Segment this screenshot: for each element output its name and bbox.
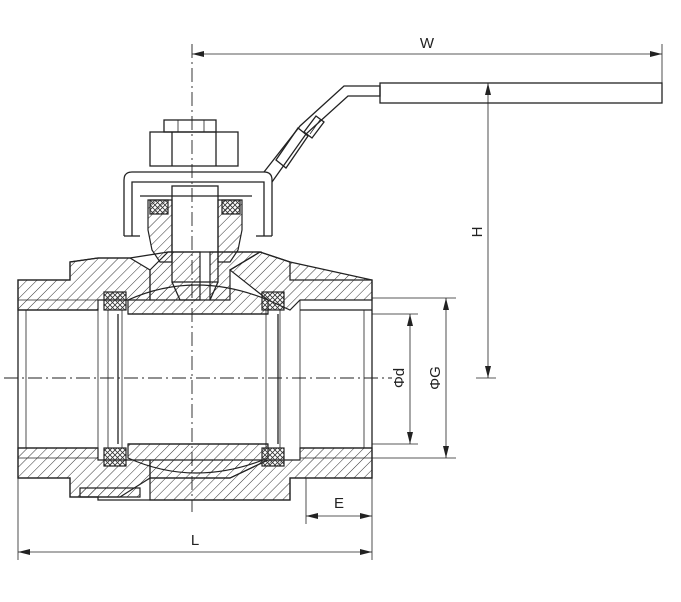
dimension-w: W xyxy=(192,35,663,83)
dimension-l: L xyxy=(17,478,372,560)
dimension-bore-label: Φd xyxy=(391,368,408,388)
dimension-e: E xyxy=(305,478,373,560)
dimension-w-label: W xyxy=(420,35,435,52)
seat-rings xyxy=(103,291,285,467)
stem xyxy=(140,185,252,301)
dimension-l-label: L xyxy=(191,532,199,549)
dimension-thread-dia-label: ΦG xyxy=(427,366,444,390)
dimension-e-label: E xyxy=(334,495,344,512)
stem-nut xyxy=(149,119,239,167)
ball xyxy=(117,284,279,474)
dimension-thread-dia: ΦG xyxy=(372,297,456,459)
handle-lever xyxy=(123,82,663,237)
dimension-h-label: H xyxy=(469,227,486,238)
dimension-bore: Φd xyxy=(372,313,418,445)
dimension-h: H xyxy=(469,82,520,379)
centerlines xyxy=(4,44,392,512)
